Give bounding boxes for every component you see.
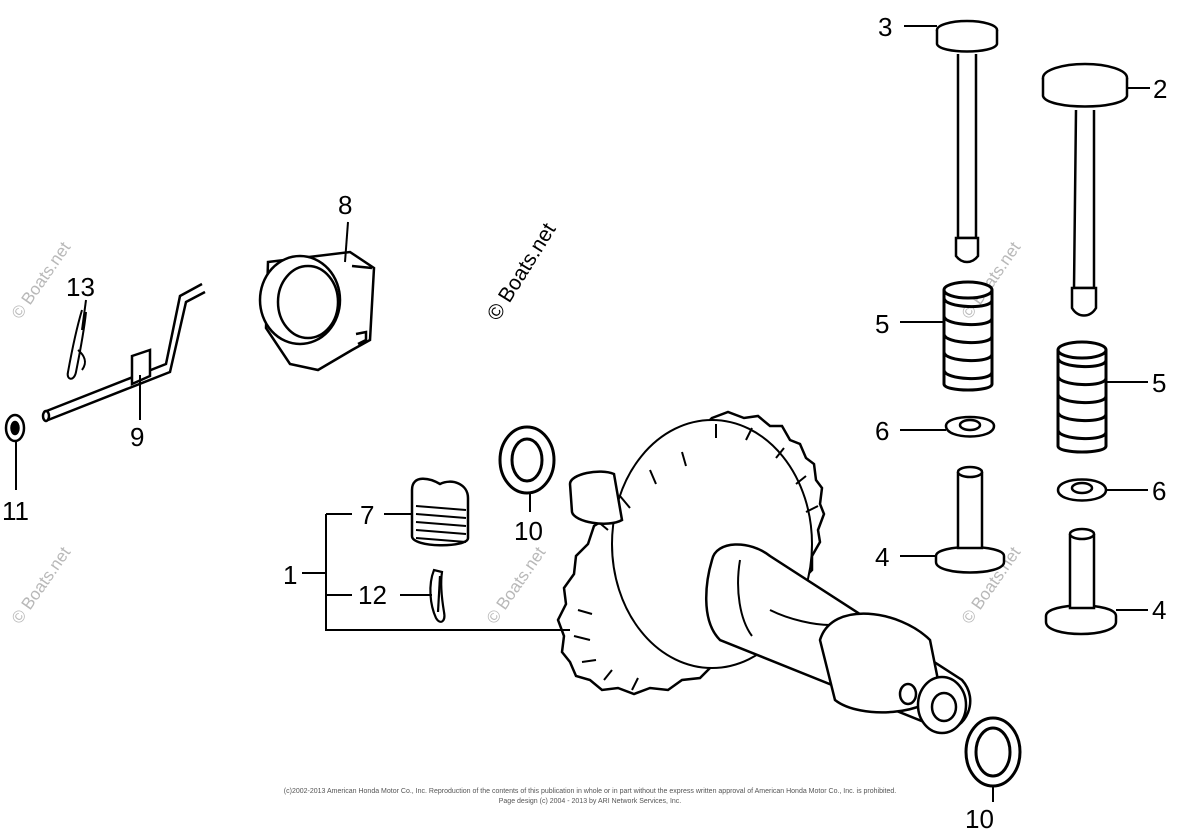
part-13-clip [66, 309, 87, 380]
leader-lines [15, 25, 1150, 802]
callouts: 1 2 3 4 4 5 5 6 6 7 8 9 10 10 11 12 13 [2, 12, 1167, 834]
callout-5: 5 [1152, 368, 1166, 398]
part-5-spring [1056, 340, 1108, 454]
watermark: © Boats.net [483, 543, 550, 627]
callout-6: 6 [875, 416, 889, 446]
callout-13: 13 [66, 272, 95, 302]
part-11-washer [4, 413, 26, 443]
callout-4: 4 [875, 542, 889, 572]
watermark: © Boats.net [8, 238, 75, 322]
callout-1: 1 [283, 560, 297, 590]
callout-7: 7 [360, 500, 374, 530]
part-12-pin [429, 568, 446, 623]
callout-8: 8 [338, 190, 352, 220]
callout-10: 10 [965, 804, 994, 834]
part-10-washer [498, 425, 1022, 788]
callout-11: 11 [2, 496, 29, 526]
part-3-valve [935, 19, 999, 264]
part-6-retainer [944, 415, 1108, 502]
part-9-rod [41, 282, 206, 423]
callout-12: 12 [358, 580, 387, 610]
callout-9: 9 [130, 422, 144, 452]
callout-6: 6 [1152, 476, 1166, 506]
callout-10: 10 [514, 516, 543, 546]
copyright-footer: (c)2002-2013 American Honda Motor Co., I… [283, 788, 897, 795]
page-design-footer: Page design (c) 2004 - 2013 by ARI Netwo… [498, 798, 682, 805]
callout-5: 5 [875, 309, 889, 339]
callout-4: 4 [1152, 595, 1166, 625]
watermark: © Boats.net [8, 543, 75, 627]
callout-3: 3 [878, 12, 892, 42]
part-5-spring [942, 280, 994, 392]
part-4-tappet [934, 465, 1118, 636]
camshaft-body [705, 543, 972, 735]
part-7-weight [410, 477, 470, 547]
part-8-block [258, 250, 376, 372]
callout-2: 2 [1153, 74, 1167, 104]
part-2-valve [1041, 62, 1129, 317]
watermark-main: © Boats.net [483, 219, 561, 325]
